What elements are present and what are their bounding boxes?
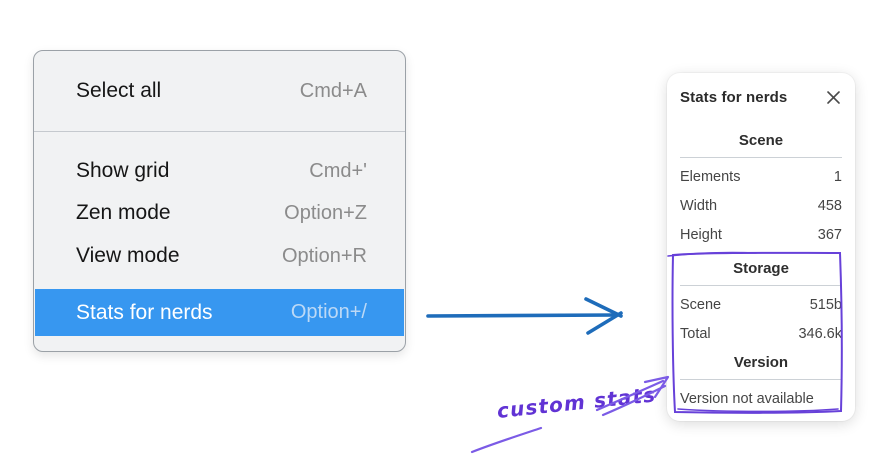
menu-item-view-mode[interactable]: View mode Option+R xyxy=(35,234,404,278)
stats-panel: Stats for nerds Scene Elements 1 Width 4… xyxy=(667,73,855,421)
stats-panel-header: Stats for nerds xyxy=(680,86,842,108)
stat-value: 458 xyxy=(817,197,842,214)
menu-item-shortcut: Cmd+A xyxy=(299,79,367,102)
menu-item-label: View mode xyxy=(76,244,180,267)
menu-item-shortcut: Option+/ xyxy=(290,301,367,323)
stat-row-width: Width 458 xyxy=(680,191,842,220)
section-heading-version: Version xyxy=(733,354,789,371)
section-divider xyxy=(680,379,842,380)
menu-item-label: Stats for nerds xyxy=(76,300,213,324)
stat-value: 346.6k xyxy=(798,325,842,342)
stat-value: 1 xyxy=(833,168,842,185)
flow-arrow xyxy=(426,297,623,335)
menu-item-label: Show grid xyxy=(76,159,170,182)
stat-label: Width xyxy=(680,197,718,214)
stat-value: 367 xyxy=(817,226,842,243)
stat-label: Scene xyxy=(680,296,722,313)
menu-item-shortcut: Option+Z xyxy=(284,201,367,224)
stats-panel-title: Stats for nerds xyxy=(680,88,788,106)
section-heading-storage: Storage xyxy=(733,260,789,277)
stat-value: 515b xyxy=(809,296,842,313)
menu-item-show-grid[interactable]: Show grid Cmd+' xyxy=(35,149,404,193)
stat-row-total-storage: Total 346.6k xyxy=(680,319,842,348)
stat-label: Elements xyxy=(680,168,741,185)
menu-item-select-all[interactable]: Select all Cmd+A xyxy=(35,69,404,113)
menu-item-stats-for-nerds[interactable]: Stats for nerds Option+/ xyxy=(35,289,404,336)
stat-row-height: Height 367 xyxy=(680,220,842,249)
menu-item-shortcut: Cmd+' xyxy=(309,159,367,182)
version-note: Version not available xyxy=(680,390,814,407)
menu-item-label: Zen mode xyxy=(76,201,171,224)
section-heading-scene: Scene xyxy=(738,132,784,149)
menu-divider xyxy=(34,131,405,132)
annotation-text: custom stats xyxy=(495,382,658,423)
section-divider xyxy=(680,285,842,286)
stat-label: Total xyxy=(680,325,711,342)
stat-row-elements: Elements 1 xyxy=(680,162,842,191)
menu-item-shortcut: Option+R xyxy=(281,244,367,267)
menu-item-zen-mode[interactable]: Zen mode Option+Z xyxy=(35,191,404,235)
section-divider xyxy=(680,157,842,158)
stat-label: Height xyxy=(680,226,722,243)
context-menu: Select all Cmd+A Show grid Cmd+' Zen mod… xyxy=(33,50,406,352)
menu-item-label: Select all xyxy=(76,79,162,102)
stat-row-scene-storage: Scene 515b xyxy=(680,290,842,319)
close-icon[interactable] xyxy=(824,88,842,106)
